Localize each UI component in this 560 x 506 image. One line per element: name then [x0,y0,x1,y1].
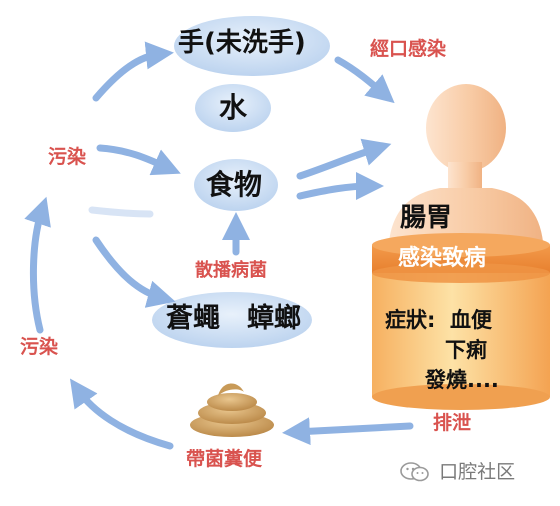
oral-infection-label: 經口感染 [370,38,447,60]
pollution-label-top: 污染 [48,146,87,168]
feces-icon [190,383,274,437]
arrow-hand-to-body [334,56,395,104]
food-ellipse [194,159,278,211]
watermark: 口腔社区 [400,462,515,482]
food-label: 食物 [206,168,263,201]
pollution-label-bottom: 污染 [20,336,59,358]
water-ellipse [195,84,271,132]
water-label: 水 [219,91,248,124]
symptom-bloody-stool: 血便 [450,308,492,332]
infection-band-title: 感染致病 [398,246,487,271]
symptom-diarrhea: 下痢 [445,338,487,362]
germ-feces-label: 帶菌糞便 [186,448,263,470]
arrow-to-hand [92,41,174,102]
arrows [24,41,414,450]
stomach-label: 腸胃 [400,203,453,233]
arrow-food-to-body [296,138,392,180]
arrow-pollution-up [24,196,51,334]
spread-germs-label: 散播病菌 [195,260,267,281]
symptom-fever: 發燒.... [425,368,499,392]
hand-ellipse [174,16,330,76]
arrow-excrete-to-feces [282,417,414,446]
symptoms-label: 症狀: [385,308,436,332]
hand-label: 手(未洗手) [178,28,306,58]
watermark-text: 口腔社区 [439,460,516,483]
arrow-faint-lower [88,206,154,218]
wechat-icon [400,462,430,482]
arrow-to-food [96,144,181,176]
arrow-to-flies [92,236,176,308]
excrete-label: 排泄 [433,412,472,434]
arrow-food-to-body-2 [296,172,384,201]
flies-ellipse [152,292,312,348]
flies-cockroach-label: 蒼蠅 蟑螂 [166,303,301,334]
arrow-feces-to-pollution [69,378,174,450]
infection-cylinder [372,233,550,410]
